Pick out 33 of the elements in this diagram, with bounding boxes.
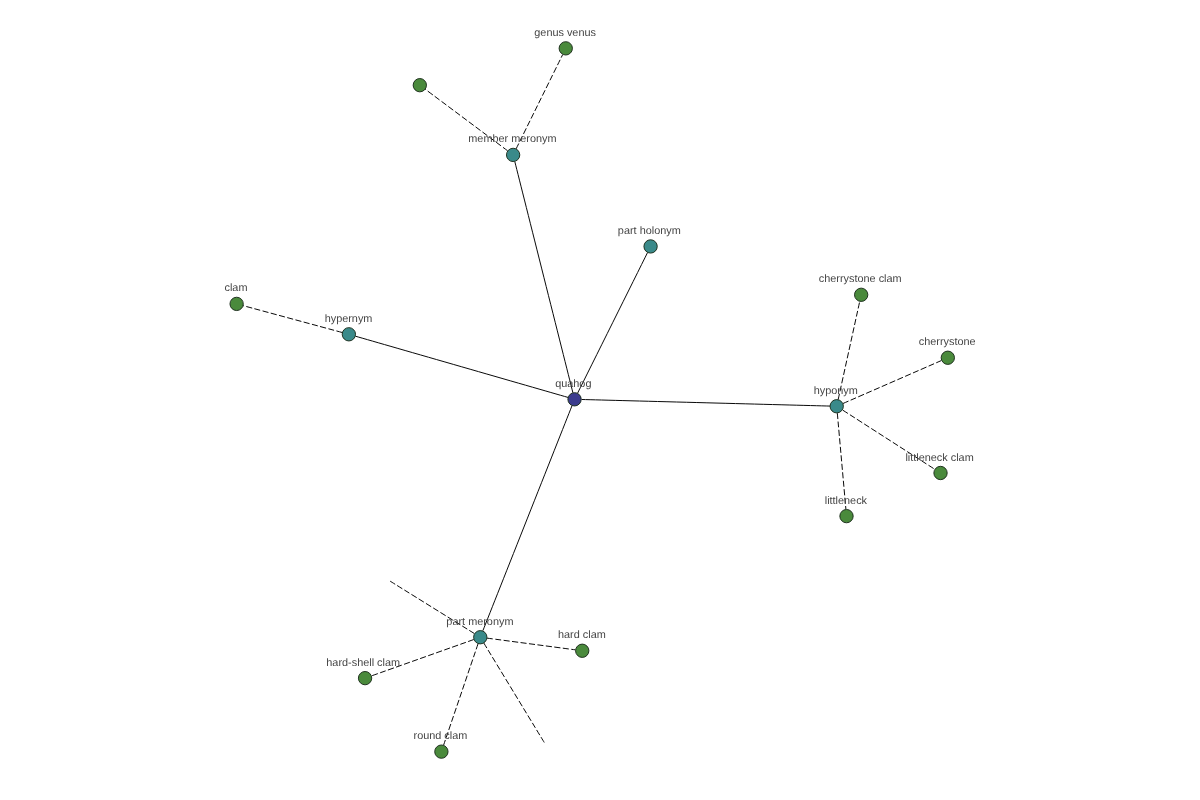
node-circle [939, 350, 954, 365]
connector [841, 409, 934, 470]
connector [841, 360, 941, 404]
node-circle [828, 399, 843, 414]
connector [353, 335, 568, 398]
connector [482, 642, 545, 744]
connector [514, 54, 563, 150]
connector [580, 399, 830, 407]
node-circle [356, 671, 372, 686]
node-circle [642, 239, 657, 254]
connector [485, 637, 575, 651]
connector [423, 88, 508, 152]
node-circle [340, 327, 355, 342]
connector [576, 252, 648, 394]
connector [836, 301, 860, 401]
node-circle [557, 41, 572, 56]
connector [513, 161, 573, 394]
connector [241, 305, 342, 333]
connector [388, 580, 474, 634]
node-circle [228, 296, 243, 312]
node-circle [505, 147, 520, 163]
node-circle [566, 392, 581, 407]
node-circle [433, 744, 448, 759]
connector [481, 405, 572, 632]
connector [835, 412, 846, 510]
node-circle [838, 509, 853, 524]
node-circle [932, 465, 947, 481]
node-circle [472, 630, 487, 645]
node-circle [853, 287, 868, 302]
node-circle [411, 78, 426, 93]
node-circle [574, 643, 589, 658]
connector [370, 639, 474, 677]
connector [442, 643, 478, 746]
